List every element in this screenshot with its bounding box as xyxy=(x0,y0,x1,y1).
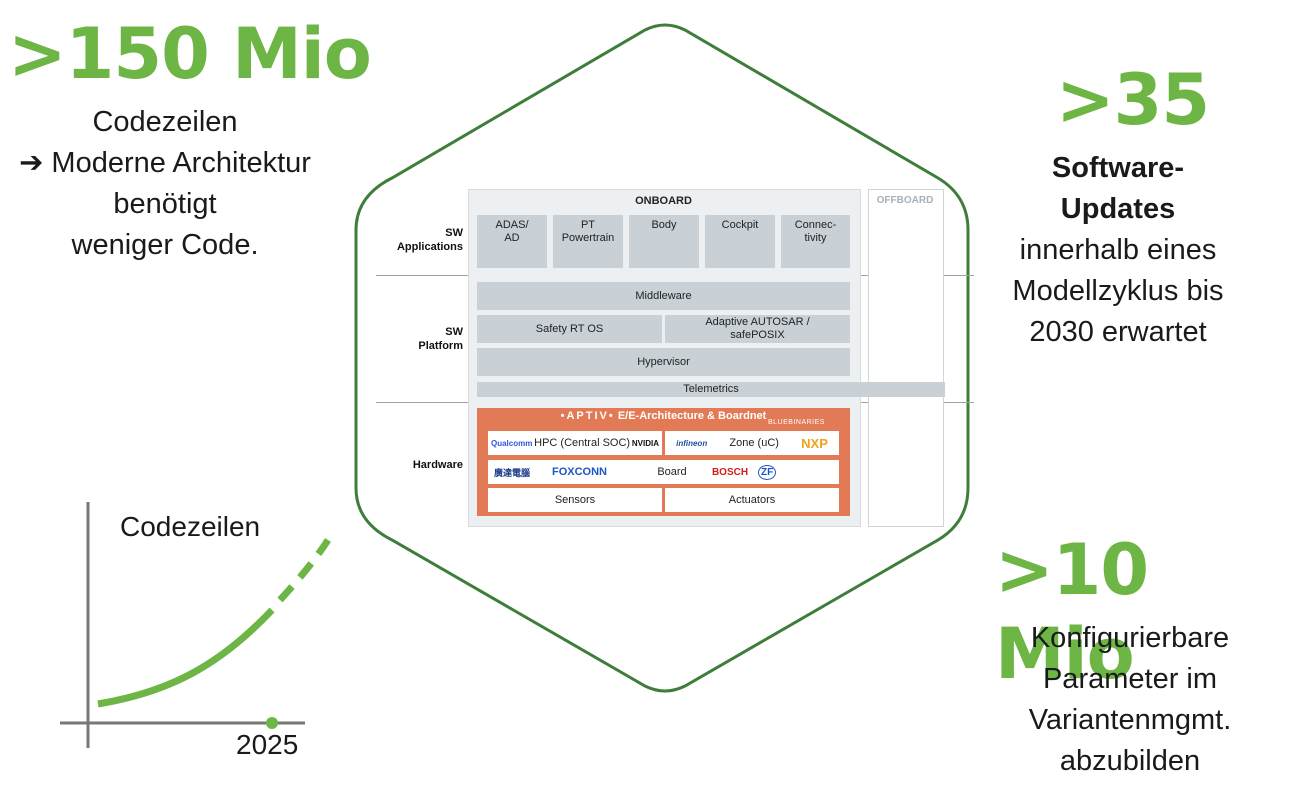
stat-br-line-3: Variantenmgmt. xyxy=(1028,704,1232,736)
row-label-hardware: Hardware xyxy=(412,459,463,471)
hw-sensors: Sensors xyxy=(488,488,662,512)
platform-safety-rtos: Safety RT OS xyxy=(477,315,662,343)
bosch-logo: BOSCH xyxy=(711,466,749,478)
platform-middleware: Middleware xyxy=(477,282,850,310)
nxp-logo: NXP xyxy=(801,435,828,451)
stat-tl-line-2: ➔ Moderne Architektur xyxy=(19,147,311,179)
stat-tr-line-3: 2030 erwartet xyxy=(1029,316,1207,348)
hw-hpc-label: HPC (Central SOC) xyxy=(534,437,631,449)
hardware-header-title: E/E-Architecture & Boardnet xyxy=(617,410,767,422)
hw-board: 廣達電腦 FOXCONN Board BOSCH ZF xyxy=(488,460,839,484)
platform-telemetrics: Telemetrics xyxy=(477,382,945,397)
quanta-logo: 廣達電腦 xyxy=(494,467,531,478)
stat-tl-line-1: Codezeilen xyxy=(92,106,238,138)
qualcomm-logo: Qualcomm xyxy=(491,438,533,448)
foxconn-logo: FOXCONN xyxy=(552,466,607,478)
hardware-header: •APTIV• E/E-Architecture & Boardnet xyxy=(477,410,850,426)
platform-adaptive-autosar: Adaptive AUTOSAR / safePOSIX xyxy=(665,315,850,343)
stat-tr-line-1: innerhalb eines xyxy=(1019,234,1217,266)
app-powertrain: PT Powertrain xyxy=(553,215,623,268)
stat-tr-bold-1: Software- xyxy=(1051,152,1185,184)
chart-growth-curve xyxy=(97,607,275,708)
chart-y-label: Codezeilen xyxy=(120,511,260,542)
chart-2025-marker xyxy=(266,717,278,729)
architecture-hexagon xyxy=(354,23,970,693)
app-cockpit: Cockpit xyxy=(705,215,775,268)
stat-parameters-text: Konfigurierbare Parameter im Variantenmg… xyxy=(1000,618,1260,782)
stat-br-line-4: abzubilden xyxy=(1059,745,1201,777)
stat-tl-line-3: benötigt xyxy=(113,188,217,220)
row-label-sw-applications: SW Applications xyxy=(396,227,463,253)
platform-hypervisor: Hypervisor xyxy=(477,348,850,376)
app-connectivity: Connec- tivity xyxy=(781,215,850,268)
row-label-sw-platform: SW Platform xyxy=(418,326,463,352)
offboard-panel xyxy=(868,189,944,527)
stat-br-line-2: Parameter im xyxy=(1042,663,1218,695)
hw-board-label: Board xyxy=(657,466,687,478)
stat-parameters-value: >10 Mio xyxy=(995,529,1149,695)
code-growth-chart: Codezeilen 2025 xyxy=(60,502,331,760)
stat-lines-of-code-value: >150 Mio xyxy=(8,13,372,95)
stat-lines-of-code-text: Codezeilen ➔ Moderne Architektur benötig… xyxy=(0,102,330,266)
infineon-logo: infineon xyxy=(676,438,708,448)
chart-x-tick-2025: 2025 xyxy=(236,729,298,760)
stat-br-line-1: Konfigurierbare xyxy=(1030,622,1230,654)
hw-zone-label: Zone (uC) xyxy=(729,437,779,449)
app-adas: ADAS/ AD xyxy=(477,215,547,268)
nvidia-logo: NVIDIA xyxy=(631,438,659,448)
chart-growth-projection xyxy=(277,538,331,603)
hw-hpc: Qualcomm HPC (Central SOC) NVIDIA xyxy=(488,431,662,455)
hw-zone: infineon Zone (uC) NXP xyxy=(665,431,839,455)
stat-tl-line-4: weniger Code. xyxy=(71,229,259,261)
stat-tr-bold-2: Updates xyxy=(1060,193,1176,225)
stat-software-updates-value: >35 xyxy=(1056,59,1210,141)
bluebinaries-logo: BLUEBINARIES xyxy=(768,419,825,426)
stat-tr-line-2: Modellzyklus bis xyxy=(1012,275,1224,307)
hw-actuators: Actuators xyxy=(665,488,839,512)
app-body: Body xyxy=(629,215,699,268)
zf-logo: ZF xyxy=(758,464,777,480)
offboard-label: OFFBOARD xyxy=(876,195,934,206)
onboard-label: ONBOARD xyxy=(635,195,692,207)
stat-software-updates-text: Software- Updates innerhalb eines Modell… xyxy=(988,148,1248,353)
aptiv-logo: •APTIV• xyxy=(560,410,615,422)
